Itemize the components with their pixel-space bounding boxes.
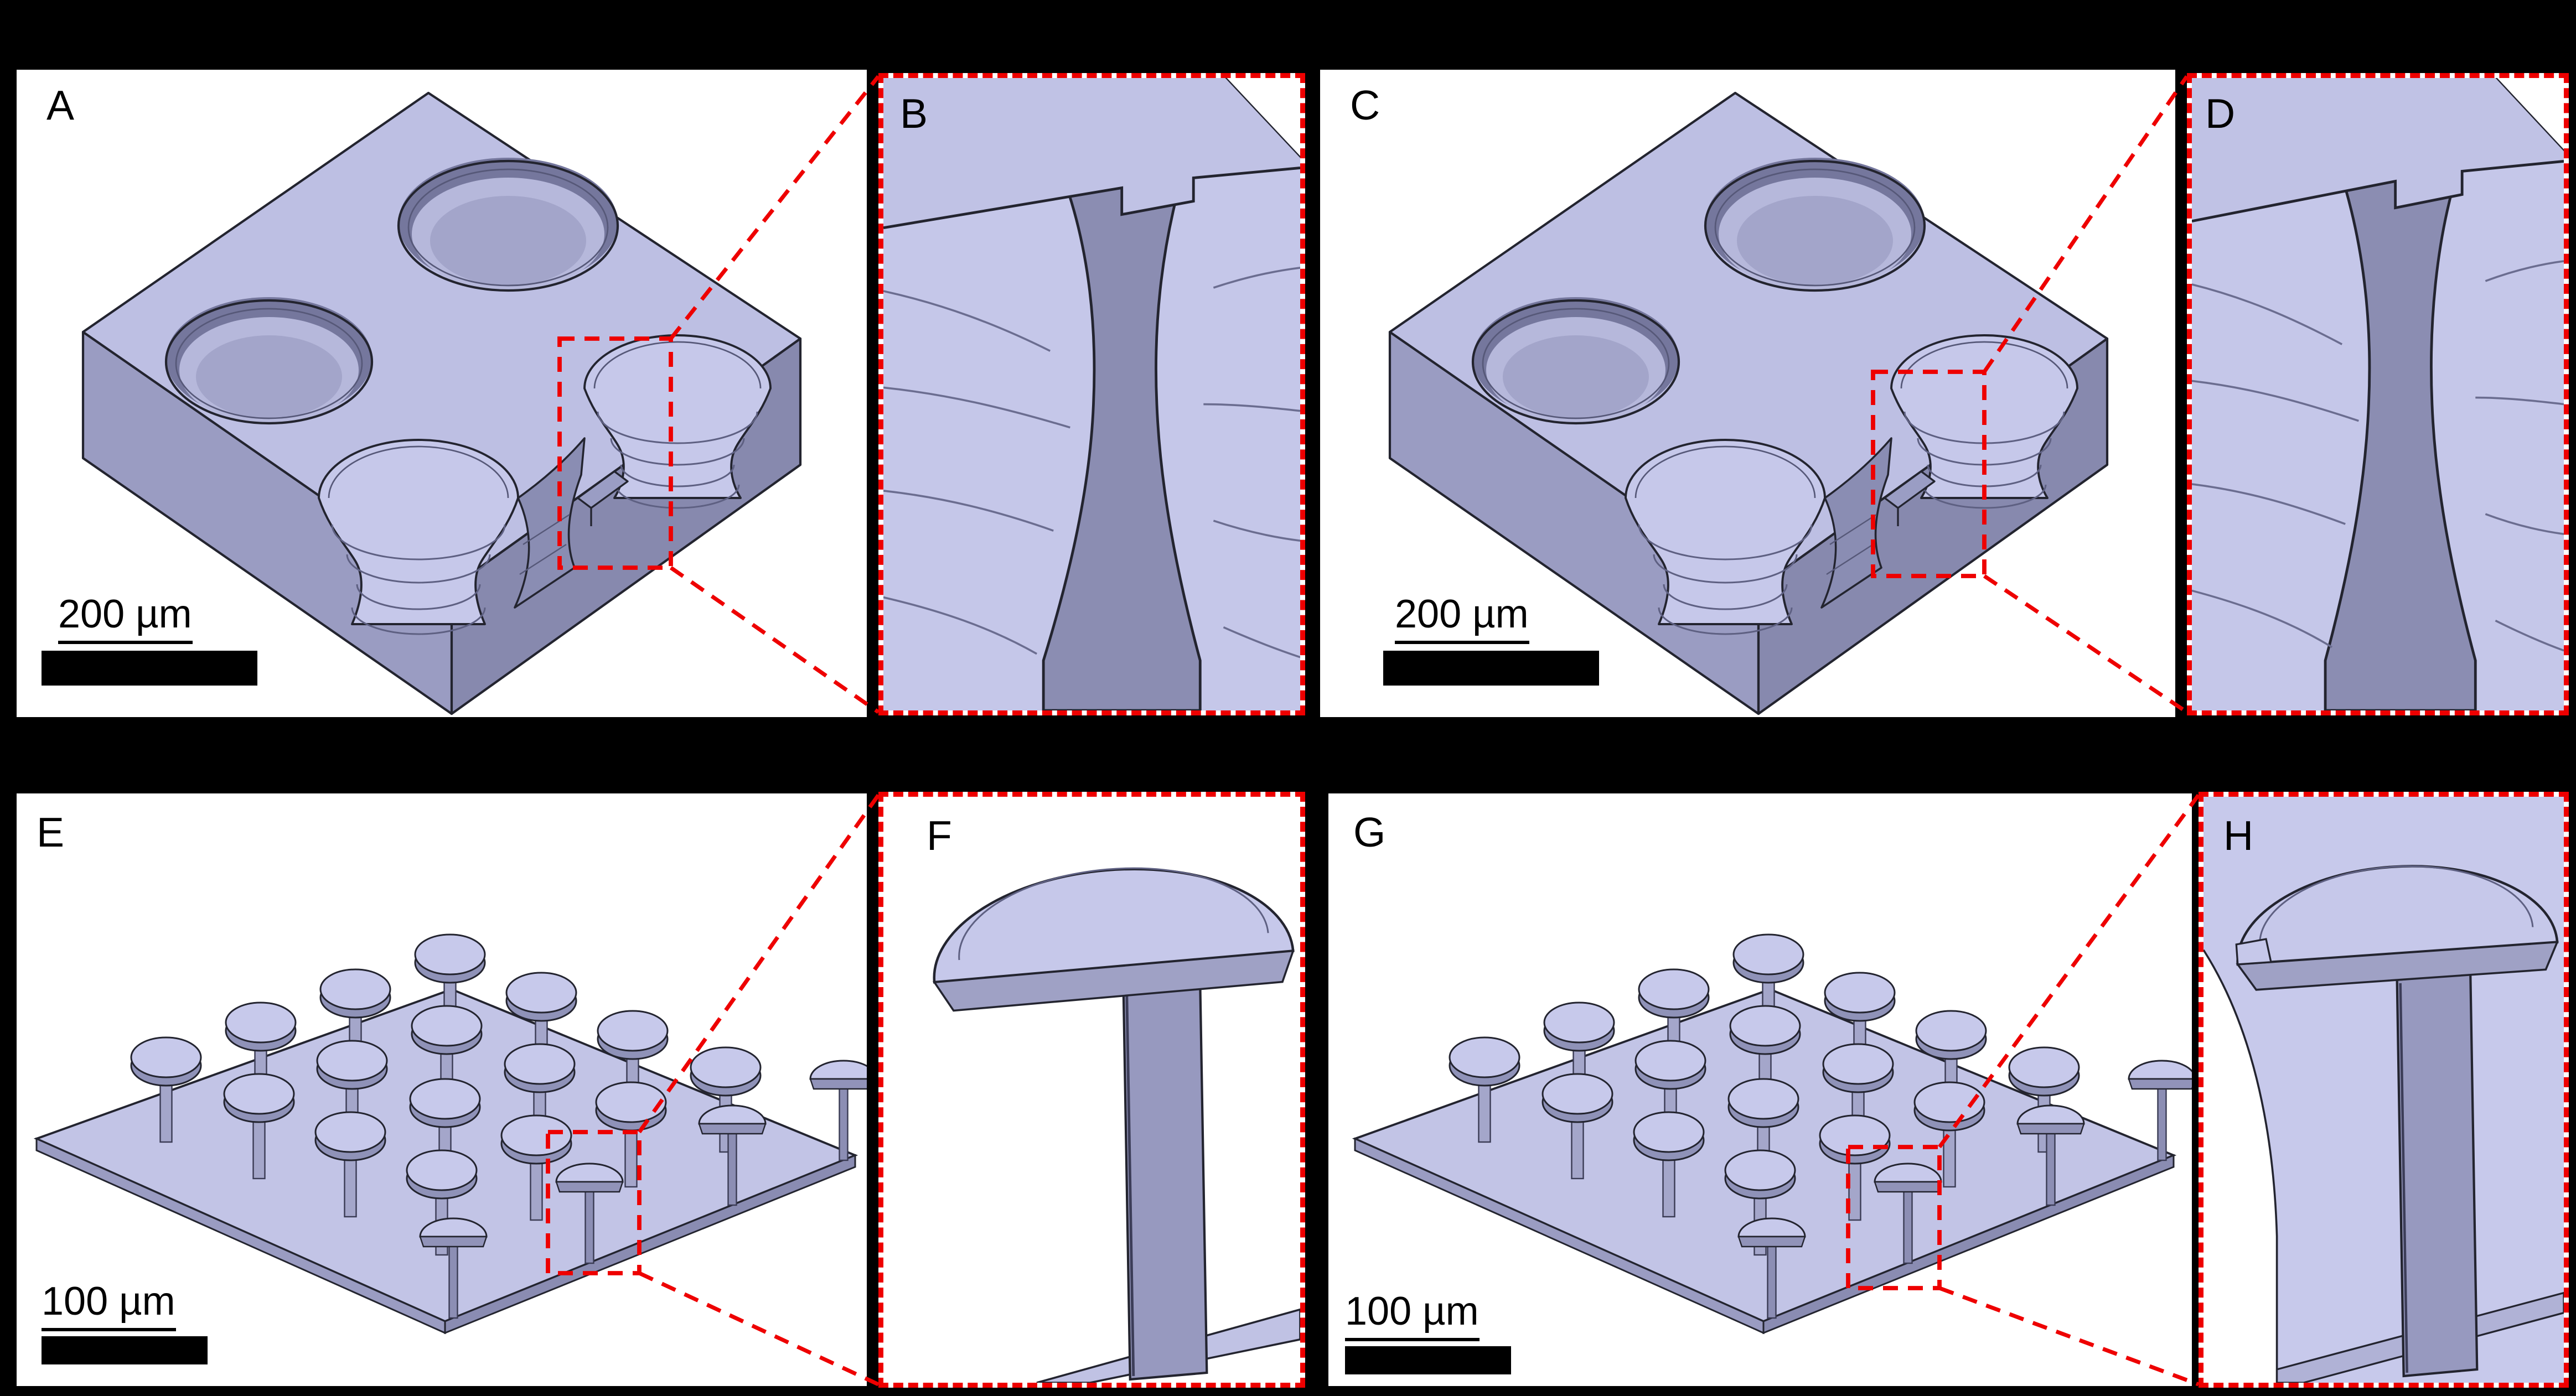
wall-cross-section: [1042, 143, 1202, 710]
microwell-hole: [164, 297, 374, 425]
scale-text-g: 100 µm: [1345, 1290, 1479, 1342]
panel-label-g: G: [1353, 810, 1386, 857]
t-pillar-zoom-render-f: [883, 797, 1300, 1383]
zoom-region-box-g: [1846, 1145, 1942, 1290]
panel-label-c: C: [1350, 83, 1380, 129]
top-surface-band: [2192, 78, 2564, 221]
zoom-region-box-c: [1871, 370, 1987, 578]
panel-label-e: E: [37, 810, 65, 857]
panel-g-pillar-model: G 100 µm: [1328, 793, 2192, 1386]
sectioned-microwell: [318, 439, 519, 635]
pillar-cap-section: [2235, 865, 2559, 991]
inset-f-zoom: F: [878, 792, 1305, 1388]
sectioned-microwell: [583, 334, 772, 509]
microwell-array-render-c: [1320, 70, 2175, 717]
panel-a-microwell-model: A 200 µm: [17, 70, 867, 717]
pillar-cap-section: [932, 867, 1295, 1012]
zoom-region-box-e: [546, 1130, 642, 1275]
panel-label-d: D: [2205, 91, 2236, 138]
scale-text-a: 200 µm: [58, 593, 192, 645]
panel-label-a: A: [46, 83, 75, 129]
t-pillar-zoom-render-h: [2203, 797, 2564, 1383]
panel-c-microwell-model: C 200 µm: [1320, 70, 2175, 717]
scale-bar-c: [1383, 651, 1599, 686]
well-wall-zoom-render-b: [883, 78, 1300, 710]
top-surface-band: [883, 78, 1300, 228]
scale-bar-a: [42, 651, 257, 686]
well-wall-cross-section: [514, 437, 586, 609]
panel-e-pillar-model: E 100 µm: [17, 793, 867, 1386]
inset-d-zoom: D: [2187, 73, 2569, 715]
microwell-hole: [397, 158, 619, 292]
well-wall-zoom-render-d: [2192, 78, 2564, 710]
inset-b-zoom: B: [878, 73, 1305, 715]
scale-bar-g: [1345, 1346, 1511, 1374]
edge-notch: [577, 470, 629, 526]
zoom-region-box-a: [557, 336, 673, 570]
pillar-plate: [33, 933, 867, 1335]
pillar-array-render-g: [1328, 793, 2192, 1386]
pillar-stem-section: [2396, 972, 2479, 1378]
panel-label-h: H: [2223, 813, 2254, 860]
panel-label-f: F: [927, 813, 952, 860]
pillar-stem-section: [1122, 982, 1208, 1381]
inset-h-zoom: H: [2199, 792, 2569, 1388]
microwell-block: [81, 91, 802, 715]
panel-label-b: B: [900, 91, 928, 138]
scale-text-c: 200 µm: [1395, 593, 1529, 645]
scale-text-e: 100 µm: [42, 1280, 175, 1332]
scale-bar-e: [42, 1336, 208, 1364]
microwell-array-render-a: [81, 91, 802, 715]
